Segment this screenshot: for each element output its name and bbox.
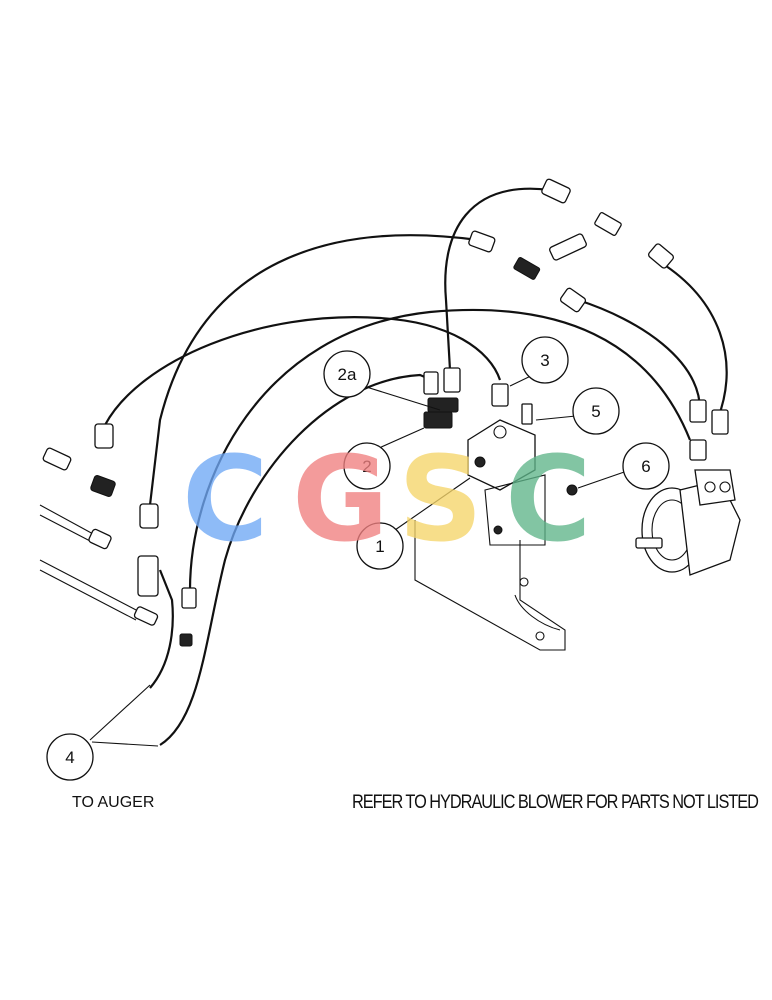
watermark-letter-g: G bbox=[292, 430, 389, 568]
callout-5: 5 bbox=[572, 387, 620, 435]
callout-2a: 2a bbox=[323, 350, 371, 398]
hose-right-loop bbox=[659, 261, 728, 419]
callout-2: 2 bbox=[343, 442, 391, 490]
refer-note: REFER TO HYDRAULIC BLOWER FOR PARTS NOT … bbox=[352, 792, 759, 813]
fittings bbox=[42, 178, 729, 647]
hose-auger-upper bbox=[149, 569, 174, 689]
svg-text:3: 3 bbox=[540, 351, 549, 370]
left-tube-1 bbox=[39, 504, 96, 543]
callout-1: 1 bbox=[356, 522, 404, 570]
hose-right-down bbox=[577, 298, 702, 411]
svg-text:5: 5 bbox=[591, 402, 600, 421]
hose-mid-arc bbox=[188, 308, 692, 591]
callout-6: 6 bbox=[622, 442, 670, 490]
watermark-letter-c1: C bbox=[182, 430, 269, 568]
left-tube-2 bbox=[39, 559, 141, 621]
svg-text:2: 2 bbox=[362, 457, 371, 476]
watermark-logo: C G S C bbox=[182, 430, 592, 568]
hose-long-arc-upper bbox=[148, 234, 479, 506]
hose-left-arc bbox=[104, 316, 502, 426]
blower-motor bbox=[635, 469, 741, 576]
svg-text:6: 6 bbox=[641, 457, 650, 476]
callout-4: 4 bbox=[46, 733, 94, 781]
watermark-letter-s: S bbox=[398, 430, 483, 568]
callout-3: 3 bbox=[521, 336, 569, 384]
svg-text:1: 1 bbox=[375, 537, 384, 556]
valve-assembly bbox=[414, 419, 566, 651]
watermark-letter-c2: C bbox=[505, 430, 592, 568]
hose-top-right-loop bbox=[444, 187, 551, 371]
svg-text:2a: 2a bbox=[338, 365, 357, 384]
to-auger-label: TO AUGER bbox=[72, 794, 155, 811]
svg-text:4: 4 bbox=[65, 748, 74, 767]
